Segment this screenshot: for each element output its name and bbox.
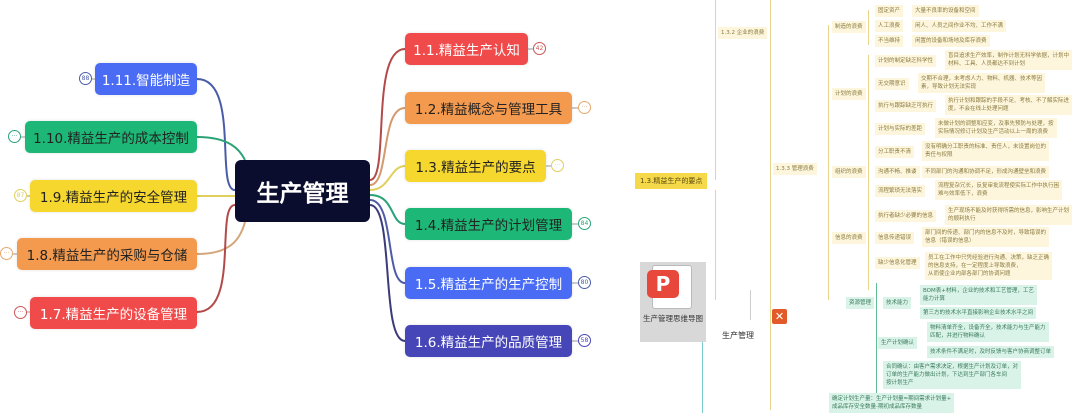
count-badge[interactable]: 88 (79, 72, 92, 85)
count-badge[interactable]: 58 (578, 334, 591, 347)
count-badge[interactable]: 80 (578, 276, 591, 289)
file-item[interactable]: P 生产管理思维导图 (640, 262, 706, 342)
detail-node[interactable]: 组织的浪费 (832, 166, 866, 178)
detail-node[interactable]: 1.3.2 企业的浪费 (718, 27, 768, 39)
branch-1-10[interactable]: 1.10.精益生产的成本控制 (25, 121, 197, 153)
count-badge[interactable]: 84 (578, 217, 591, 230)
branch-1-9[interactable]: 1.9.精益生产的安全管理 (30, 180, 197, 212)
branch-1-8[interactable]: 1.8.精益生产的采购与仓储 (17, 238, 197, 270)
detail-note: 盲目追求生产效率，制作计划无科学依据，计划中材料、工具、人员都达不到计划 (945, 50, 1073, 70)
detail-note: 员工在工作中只凭经验进行沟通、决策，缺乏正确的信息支持，在一定程度上导致浪费，从… (925, 252, 1053, 280)
branch-1-6[interactable]: 1.6.精益生产的品质管理 (405, 325, 572, 357)
detail-node[interactable]: 计划的制定缺乏科学性 (875, 55, 937, 67)
detail-node[interactable]: 执行者缺少必要的信息 (875, 210, 937, 222)
detail-node[interactable]: 无交期意识 (875, 78, 909, 90)
detail-node[interactable]: 计划与实际的差距 (875, 123, 926, 135)
detail-node[interactable]: 沟通不畅、推诿 (875, 166, 920, 178)
detail-note: 确定计划生产量：生产计划量=期间需求计划量+成品库存安全数量-期初成品库存数量 (829, 393, 955, 413)
branch-1-4[interactable]: 1.4.精益生产的计划管理 (405, 208, 572, 240)
branch-connectors (12, 48, 580, 342)
collapse-badge[interactable]: ··· (578, 101, 591, 114)
detail-node[interactable]: 制造的浪费 (832, 21, 866, 33)
detail-node[interactable]: 信息传递错误 (875, 232, 915, 244)
mindmap-app-icon: P (647, 270, 679, 298)
detail-node[interactable]: 执行与跟踪缺乏可执行 (875, 100, 937, 112)
collapse-badge[interactable]: ··· (551, 159, 564, 172)
detail-node[interactable]: 固定资产 (875, 5, 904, 17)
xmind-icon[interactable]: ✕ (772, 309, 787, 324)
collapse-badge[interactable]: ··· (14, 306, 27, 319)
map-title: 生产管理 (722, 331, 754, 340)
detail-node[interactable]: 不当维持 (875, 35, 904, 47)
detail-node[interactable]: 流程繁琐无法落实 (875, 185, 926, 197)
detail-note: 第三方的技术水平直接影响企业技术水平之间 (920, 307, 1037, 319)
detail-note: 部门间的传递、部门内的信息不及时，导致错误的信息（错误的信息） (922, 227, 1050, 247)
detail-note: 闲置的设备和场地及库存浪费 (912, 35, 990, 47)
detail-note: 未做计划的调整和应变，及事先预防与处理，按实际情况修订计划及生产活动以上一周的浪… (935, 118, 1057, 138)
collapse-badge[interactable]: ··· (8, 130, 21, 143)
detail-node[interactable]: 资源管理 (846, 297, 875, 309)
branch-1-1[interactable]: 1.1.精益生产认知 (405, 33, 528, 65)
detail-node[interactable]: 生产计划确认 (878, 337, 918, 349)
detail-root-node[interactable]: 1.3.精益生产的要点 (635, 173, 708, 189)
branch-1-3[interactable]: 1.3.精益生产的要点 (405, 150, 546, 182)
detail-node[interactable]: 缺少信息化管理 (875, 257, 920, 269)
detail-note: 技术条件不满足时，及时反馈与客户协商调整订单 (927, 346, 1055, 358)
branch-1-11[interactable]: 1.11.智能制造 (95, 63, 197, 95)
detail-node[interactable]: 技术能力 (883, 297, 912, 309)
detail-note: 没有明确分工职责的标准、责任人，未设置岗位的责任与权限 (922, 141, 1050, 161)
detail-note: BOM表+材料，企业的技术和工艺管理，工艺能力计算 (920, 285, 1037, 305)
file-name: 生产管理思维导图 (643, 314, 703, 323)
count-badge[interactable]: 87 (14, 189, 27, 202)
branch-1-2[interactable]: 1.2.精益概念与管理工具 (405, 92, 572, 124)
count-badge[interactable]: 42 (533, 42, 546, 55)
detail-note: 生产现场不能及时获得所需的信息，影响生产计划的顺利执行 (945, 205, 1073, 225)
detail-note: 大量不良率的设备和空间 (912, 5, 979, 17)
detail-node[interactable]: 分工职责不清 (875, 146, 915, 158)
detail-note: 闲人、人员之间作业不均、工作不满 (912, 20, 1007, 32)
central-topic[interactable]: 生产管理 (235, 160, 370, 222)
detail-note: 物料清单齐全，设备齐全，技术能力与生产能力匹配，并进行物料确认 (927, 322, 1049, 342)
branch-1-7[interactable]: 1.7.精益生产的设备管理 (30, 297, 197, 329)
detail-node[interactable]: 人工浪费 (875, 20, 904, 32)
detail-note: 交期不合理，未考虑人力、物料、机器、技术等因素，导致计划无法实现 (918, 73, 1046, 93)
detail-note: 流程复杂冗长，反复审批流程使实际工作中执行困难与效率低下，浪费 (935, 180, 1063, 200)
branch-1-5[interactable]: 1.5.精益生产的生产控制 (405, 267, 572, 299)
collapse-badge[interactable]: ··· (0, 247, 13, 260)
detail-note: 执行计划和跟踪的手段不足、考核、不了解实际进度，不会在线上处理问题 (945, 95, 1073, 115)
detail-node[interactable]: 信息的浪费 (832, 232, 866, 244)
detail-node[interactable]: 计划的浪费 (832, 88, 866, 100)
detail-note: 合同确认：由客户需求决定，根据生产计划及订单，对订单的生产能力做出计划，下达到生… (883, 361, 1022, 389)
detail-node[interactable]: 1.3.3 管理浪费 (773, 163, 817, 175)
detail-note: 不同部门的沟通和协调不足，形成沟通壁垒和浪费 (922, 166, 1050, 178)
